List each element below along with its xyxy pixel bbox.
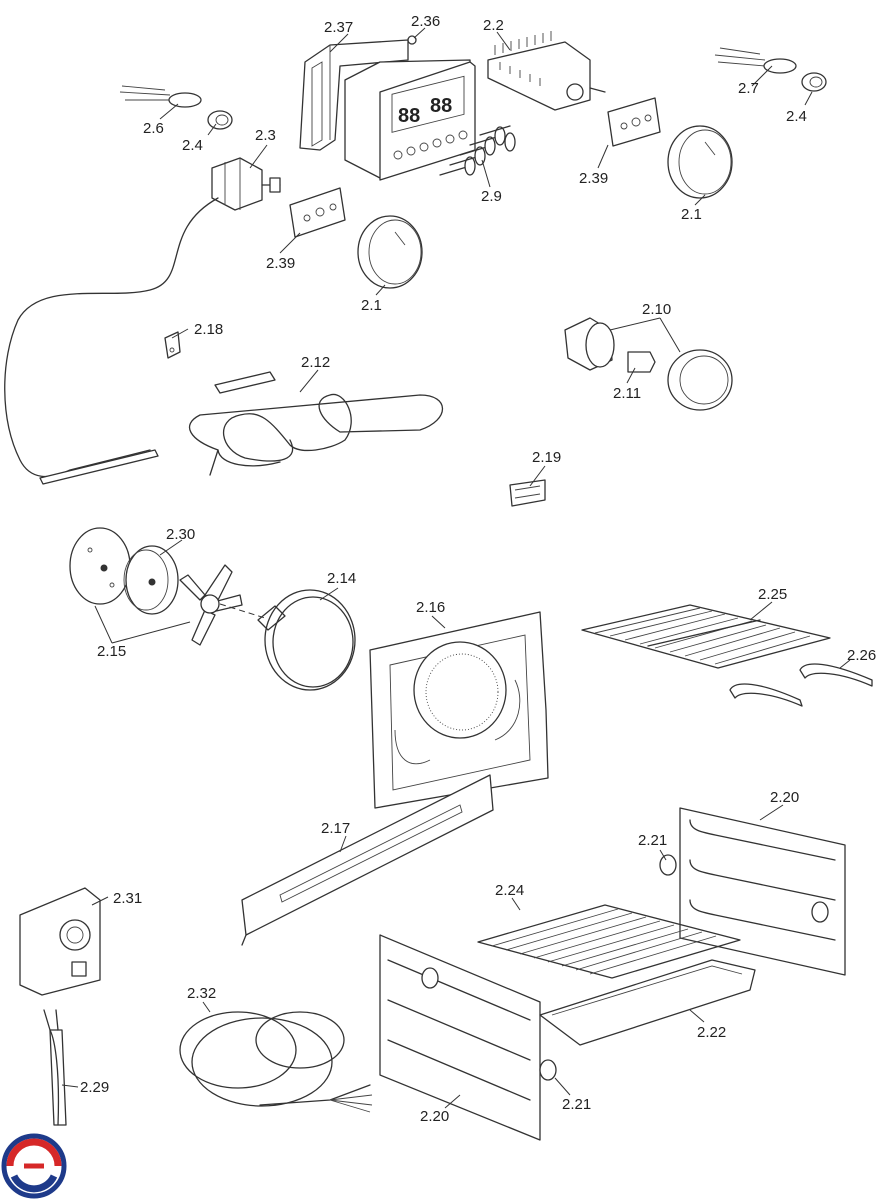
circular-element-2-14 bbox=[257, 589, 356, 691]
fan-plate-2-30 bbox=[123, 545, 179, 615]
fan-connector-2-31 bbox=[19, 887, 101, 996]
callout-2-11: 2.11 bbox=[613, 385, 641, 402]
callout-2-12: 2.12 bbox=[301, 354, 330, 371]
neon-lamp-2-6 bbox=[119, 85, 233, 130]
grill-element-2-12 bbox=[188, 371, 444, 476]
callout-2-6: 2.6 bbox=[143, 120, 164, 137]
logo-arc-blue bbox=[10, 1174, 58, 1193]
electronic-timer: 88 88 bbox=[344, 59, 476, 181]
clip-2-18 bbox=[164, 331, 181, 359]
oven-lamp-holder-2-10 bbox=[564, 317, 615, 371]
selector-switch-2-2 bbox=[487, 31, 606, 111]
callout-2-17: 2.17 bbox=[321, 820, 350, 837]
callout-2-18: 2.18 bbox=[194, 321, 223, 338]
callout-2-9: 2.9 bbox=[481, 188, 502, 205]
logo-arc-red bbox=[6, 1138, 62, 1167]
callout-2-31: 2.31 bbox=[113, 890, 142, 907]
timer-display-left: 88 bbox=[398, 105, 420, 127]
wire-rack-2-24 bbox=[477, 904, 741, 979]
callout-2-3: 2.3 bbox=[255, 127, 276, 144]
callout-2-24: 2.24 bbox=[495, 882, 524, 899]
shelf-support-2-26 bbox=[729, 663, 873, 707]
callout-2-21: 2.21 bbox=[562, 1096, 591, 1113]
callout-2-25: 2.25 bbox=[758, 586, 787, 603]
callout-2-20: 2.20 bbox=[770, 789, 799, 806]
callout-2-39: 2.39 bbox=[266, 255, 295, 272]
control-knob-2-1-right bbox=[667, 125, 733, 199]
callout-2-39: 2.39 bbox=[579, 170, 608, 187]
callout-2-4: 2.4 bbox=[786, 108, 807, 125]
fan-blade bbox=[179, 564, 266, 646]
control-knob-2-1-left bbox=[357, 215, 423, 289]
screw-2-21-bottom bbox=[539, 1059, 557, 1081]
timer-display-right: 88 bbox=[430, 95, 452, 117]
callout-2-30: 2.30 bbox=[166, 526, 195, 543]
timer-bracket-2-37 bbox=[299, 39, 409, 151]
callout-2-21: 2.21 bbox=[638, 832, 667, 849]
callout-2-22: 2.22 bbox=[697, 1024, 726, 1041]
callout-2-26: 2.26 bbox=[847, 647, 876, 664]
panel-spacer-2-39-right bbox=[607, 97, 661, 147]
shelf-runner-2-20-left bbox=[379, 934, 541, 1141]
wiring-harness-2-32 bbox=[179, 1011, 373, 1113]
neon-lamp-2-7 bbox=[714, 47, 827, 92]
power-cable-2-29 bbox=[43, 1009, 67, 1126]
drip-tray-2-22 bbox=[539, 959, 756, 1046]
callout-2-7: 2.7 bbox=[738, 80, 759, 97]
brand-logo bbox=[1, 1133, 67, 1199]
callout-2-4: 2.4 bbox=[182, 137, 203, 154]
rear-panel-2-16 bbox=[369, 611, 549, 809]
side-runner-2-17 bbox=[241, 774, 494, 946]
callout-2-20: 2.20 bbox=[420, 1108, 449, 1125]
callout-2-10: 2.10 bbox=[642, 301, 671, 318]
oven-lamp-bulb-2-11 bbox=[627, 351, 656, 373]
fan-motor-2-15 bbox=[69, 527, 131, 605]
oven-lamp-cover-2-10 bbox=[667, 349, 733, 411]
callout-2-1: 2.1 bbox=[361, 297, 382, 314]
callout-2-36: 2.36 bbox=[411, 13, 440, 30]
callout-2-14: 2.14 bbox=[327, 570, 356, 587]
timer-buttons-2-9 bbox=[439, 125, 516, 176]
leader-lines bbox=[61, 27, 851, 1109]
panel-spacer-2-39-left bbox=[289, 187, 346, 238]
thermostat-2-3 bbox=[4, 157, 281, 485]
callout-2-15: 2.15 bbox=[97, 643, 126, 660]
callout-2-29: 2.29 bbox=[80, 1079, 109, 1096]
callout-2-32: 2.32 bbox=[187, 985, 216, 1002]
wire-shelf-2-25 bbox=[581, 604, 831, 669]
callout-2-1: 2.1 bbox=[681, 206, 702, 223]
callout-labels: 2.37 2.36 2.2 2.7 2.4 2.6 2.4 2.3 2.9 2.… bbox=[80, 13, 876, 1125]
callout-2-37: 2.37 bbox=[324, 19, 353, 36]
clip-2-19 bbox=[509, 479, 546, 507]
callout-2-16: 2.16 bbox=[416, 599, 445, 616]
callout-2-2: 2.2 bbox=[483, 17, 504, 34]
shelf-runner-2-20-right bbox=[659, 807, 846, 976]
callout-2-19: 2.19 bbox=[532, 449, 561, 466]
